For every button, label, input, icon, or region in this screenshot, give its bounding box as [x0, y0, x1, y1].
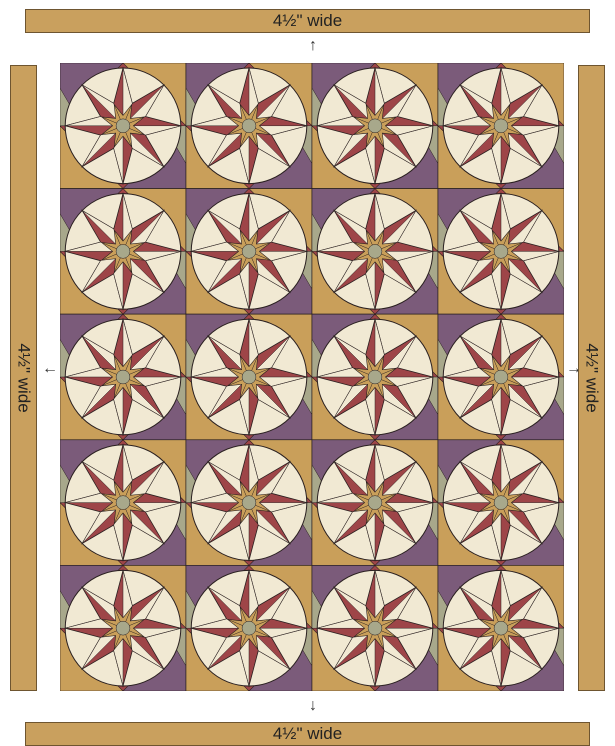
quilt-block [186, 314, 312, 440]
right-border-strip: 4½" wide [578, 65, 605, 691]
quilt-block [60, 189, 186, 315]
quilt-block [438, 314, 564, 440]
quilt-block [438, 63, 564, 189]
bottom-border-label: 4½" wide [273, 724, 342, 744]
quilt-center [60, 63, 564, 691]
arrow-left-icon: ← [42, 361, 58, 377]
top-border-label: 4½" wide [273, 11, 342, 31]
top-border-strip: 4½" wide [25, 9, 590, 33]
quilt-block [312, 189, 438, 315]
quilt-block [186, 565, 312, 691]
quilt-block [312, 63, 438, 189]
quilt-block [438, 189, 564, 315]
quilt-block [186, 189, 312, 315]
quilt-block [186, 63, 312, 189]
quilt-block [438, 565, 564, 691]
left-border-strip: 4½" wide [10, 65, 37, 691]
right-border-label: 4½" wide [582, 343, 602, 412]
quilt-block [60, 314, 186, 440]
arrow-down-icon: ↓ [309, 698, 317, 714]
quilt-block [60, 565, 186, 691]
quilt-block [312, 565, 438, 691]
quilt-block [186, 440, 312, 566]
arrow-up-icon: ↑ [309, 38, 317, 54]
quilt-block [312, 440, 438, 566]
quilt-block [312, 314, 438, 440]
bottom-border-strip: 4½" wide [25, 722, 590, 746]
left-border-label: 4½" wide [14, 343, 34, 412]
quilt-block [60, 63, 186, 189]
quilt-block [438, 440, 564, 566]
quilt-block [60, 440, 186, 566]
